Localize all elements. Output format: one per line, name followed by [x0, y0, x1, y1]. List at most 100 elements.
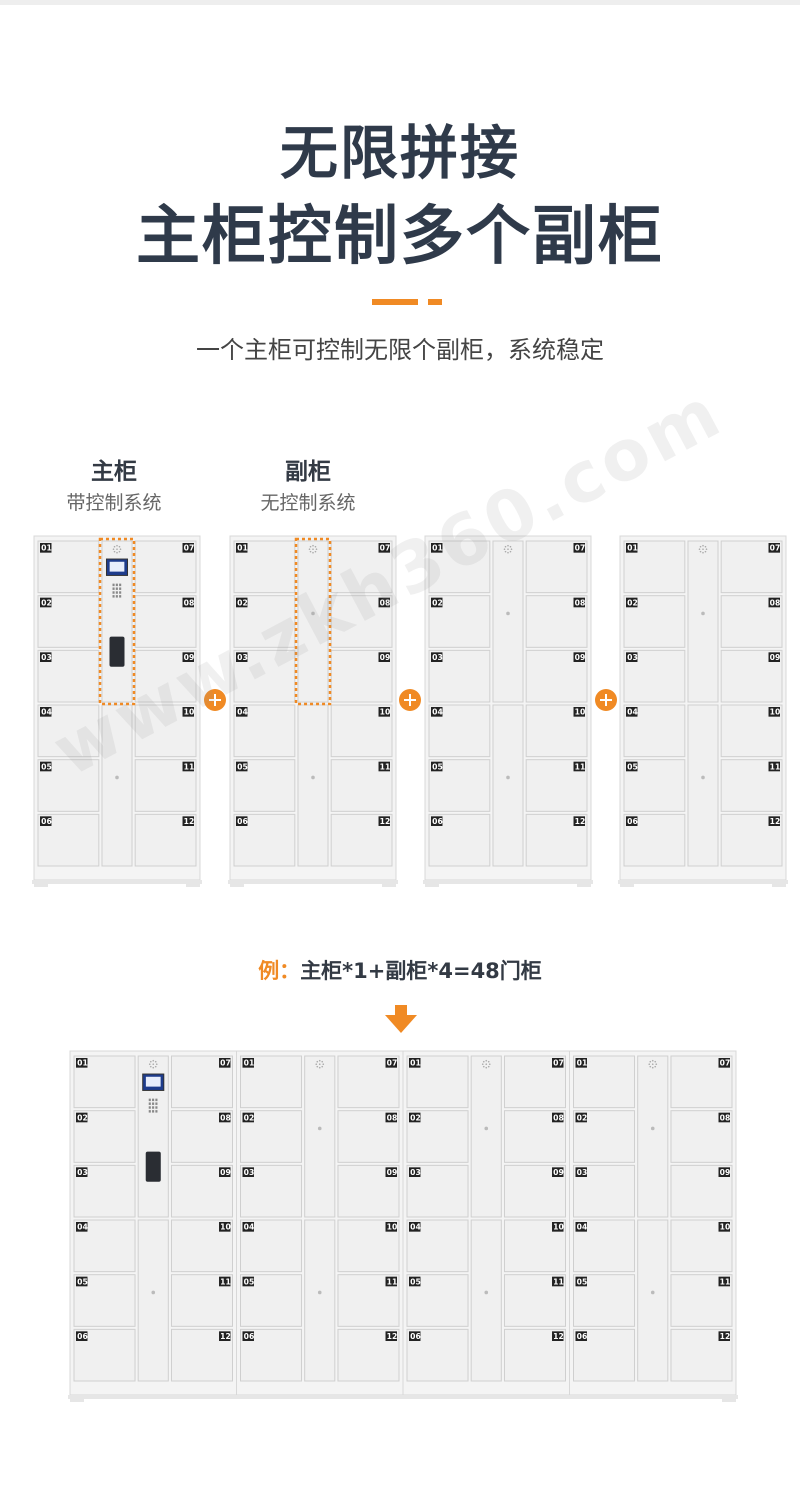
- door-knob: [317, 1290, 322, 1295]
- door-number: 03: [237, 653, 248, 662]
- door-number: 04: [432, 708, 443, 717]
- door-number-badge: [40, 543, 52, 553]
- door-number: 07: [770, 544, 781, 553]
- cabinet-base: [618, 880, 788, 884]
- door-number-badge: [242, 1331, 254, 1341]
- door-number: 10: [387, 1223, 398, 1232]
- door-knob: [115, 775, 119, 780]
- door-number: 08: [387, 1113, 398, 1122]
- middle-panel-bottom: [304, 1219, 336, 1382]
- speaker-icon: [503, 544, 513, 554]
- door-knob: [650, 1290, 655, 1295]
- door-number-badge: [768, 652, 780, 662]
- door-number-badge: [768, 707, 780, 717]
- door-number: 03: [627, 653, 638, 662]
- door-number: 12: [387, 1332, 398, 1341]
- page-subtitle: 一个主柜可控制无限个副柜，系统稳定: [196, 336, 604, 364]
- door-number-badge: [385, 1167, 397, 1177]
- door-number-badge: [768, 543, 780, 553]
- door-number-badge: [552, 1058, 564, 1068]
- door-number-badge: [236, 707, 248, 717]
- locker-door: [330, 649, 393, 703]
- door-number: 11: [553, 1277, 564, 1286]
- door-number-badge: [76, 1276, 88, 1287]
- keypad-icon: [148, 1098, 158, 1113]
- door-number-badge: [552, 1112, 564, 1123]
- door-number-badge: [573, 707, 585, 717]
- door-number: 01: [244, 1059, 255, 1068]
- door-number-badge: [385, 1222, 397, 1232]
- door-number-badge: [219, 1058, 231, 1068]
- door-number-badge: [76, 1058, 88, 1068]
- door-number-badge: [76, 1222, 88, 1232]
- door-number-badge: [431, 707, 443, 717]
- door-number: 04: [77, 1223, 88, 1232]
- door-number-badge: [236, 761, 248, 772]
- cabinet-base: [228, 880, 398, 884]
- door-number: 08: [575, 598, 586, 607]
- door-knob: [311, 775, 315, 780]
- door-number: 05: [627, 762, 638, 771]
- door-number-badge: [378, 543, 390, 553]
- door-number-badge: [236, 652, 248, 662]
- door-number: 11: [387, 1277, 398, 1286]
- middle-panel-bottom: [492, 704, 524, 867]
- door-number-badge: [182, 543, 194, 553]
- door-knob: [506, 611, 510, 616]
- door-number: 03: [577, 1168, 588, 1177]
- example-formula: 例：主柜*1+副柜*4=48门柜: [0, 955, 800, 985]
- door-number-badge: [409, 1058, 421, 1068]
- door-number-badge: [431, 816, 443, 826]
- door-number-badge: [626, 652, 638, 662]
- door-number-badge: [626, 543, 638, 553]
- door-number-badge: [573, 543, 585, 553]
- door-number: 06: [627, 817, 638, 826]
- highlight-dashed-frame: [294, 537, 332, 706]
- door-number: 07: [387, 1059, 398, 1068]
- door-number: 06: [577, 1332, 588, 1341]
- door-number: 10: [184, 708, 195, 717]
- door-number: 11: [575, 762, 586, 771]
- door-number: 07: [575, 544, 586, 553]
- middle-panel-top: [297, 540, 329, 703]
- door-number: 07: [720, 1059, 731, 1068]
- door-number-badge: [575, 1331, 587, 1341]
- plus-icon: [204, 689, 226, 711]
- door-number: 01: [577, 1059, 588, 1068]
- door-number-badge: [575, 1222, 587, 1232]
- door-number: 02: [627, 598, 638, 607]
- door-number: 04: [627, 708, 638, 717]
- down-arrow-icon: [385, 1005, 417, 1033]
- door-number: 08: [184, 598, 195, 607]
- door-number: 07: [184, 544, 195, 553]
- door-number: 11: [184, 762, 195, 771]
- cabinet-base: [32, 880, 202, 884]
- door-number: 10: [575, 708, 586, 717]
- door-number: 03: [244, 1168, 255, 1177]
- locker-door: [503, 1164, 567, 1218]
- door-knob: [317, 1126, 322, 1131]
- door-number: 12: [770, 817, 781, 826]
- cabinet-foot: [772, 884, 786, 887]
- door-number-badge: [219, 1167, 231, 1177]
- door-number-badge: [236, 597, 248, 608]
- top-divider: [0, 0, 800, 5]
- door-number: 11: [380, 762, 391, 771]
- door-number: 11: [720, 1277, 731, 1286]
- speaker-icon: [148, 1059, 158, 1069]
- door-number-badge: [718, 1112, 730, 1123]
- accent-bar: [372, 299, 418, 305]
- door-number-badge: [626, 816, 638, 826]
- door-number-badge: [431, 761, 443, 772]
- door-number: 08: [553, 1113, 564, 1122]
- door-number-badge: [242, 1222, 254, 1232]
- door-number: 10: [220, 1223, 231, 1232]
- door-number: 12: [575, 817, 586, 826]
- door-number: 07: [380, 544, 391, 553]
- door-number-badge: [236, 543, 248, 553]
- door-number-badge: [378, 816, 390, 826]
- door-number: 02: [577, 1113, 588, 1122]
- door-number: 12: [553, 1332, 564, 1341]
- door-number-badge: [718, 1167, 730, 1177]
- middle-panel-bottom: [470, 1219, 502, 1382]
